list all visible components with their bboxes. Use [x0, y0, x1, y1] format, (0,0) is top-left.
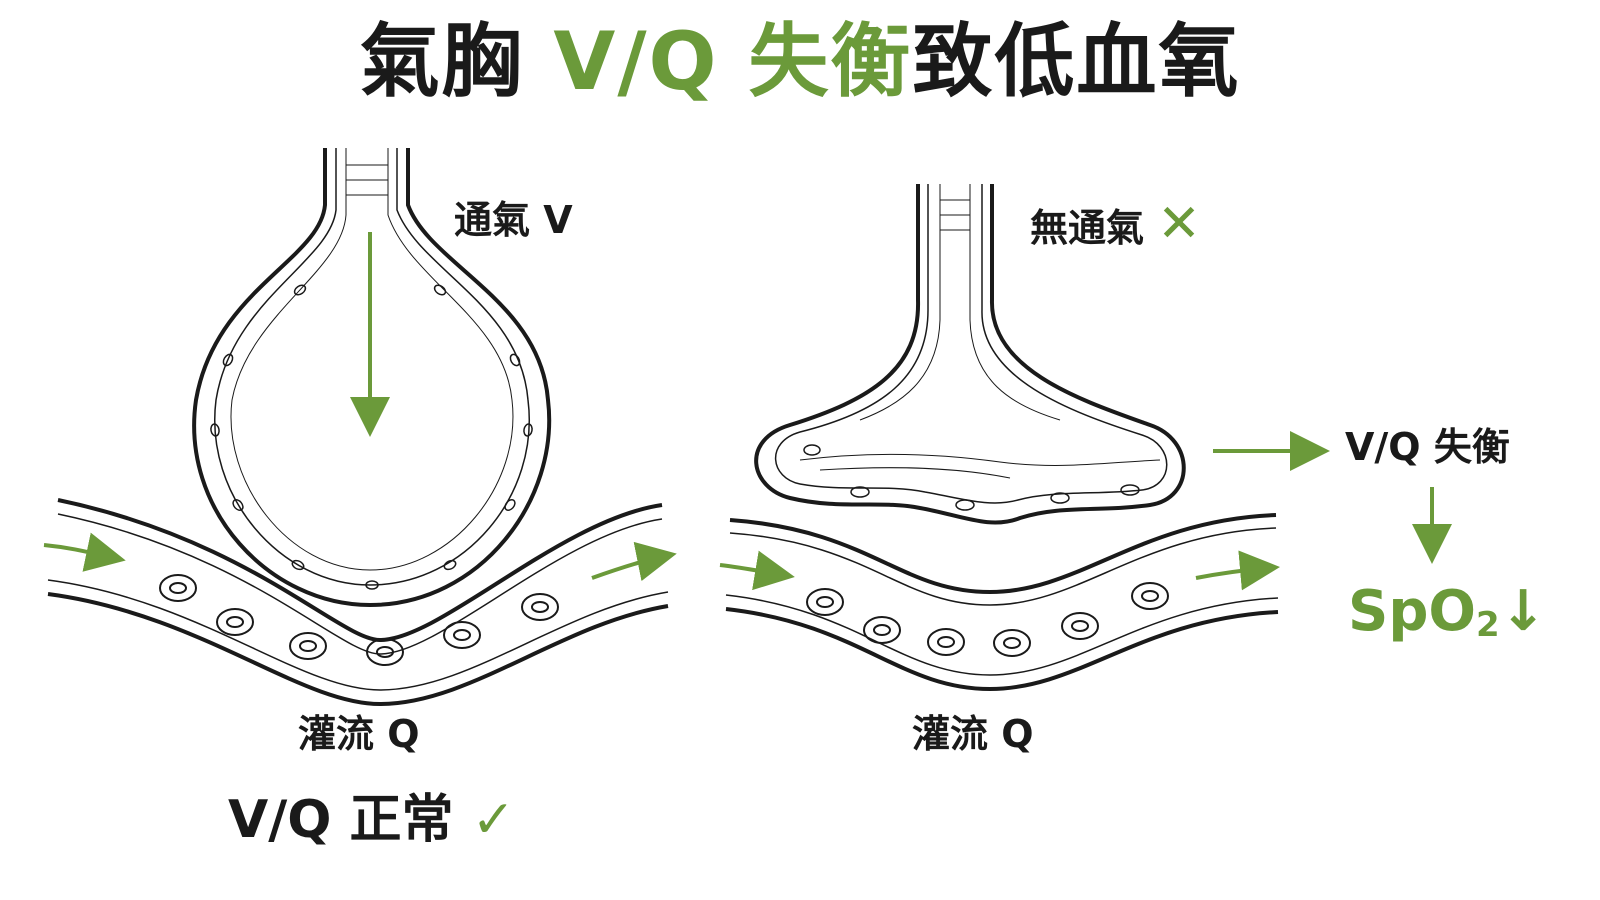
- no-ventilation-label: 無通氣 ✕: [1030, 198, 1201, 250]
- right-vessel: [725, 513, 1279, 692]
- vq-normal-text: V/Q 正常: [228, 790, 454, 850]
- right-red-cells: [806, 582, 1169, 657]
- title-part-2: V/Q 失衡: [553, 15, 913, 108]
- vq-mismatch-label: V/Q 失衡: [1345, 425, 1510, 469]
- spo2-label: SpO2↓: [1348, 580, 1547, 657]
- spo2-main: SpO: [1348, 579, 1477, 644]
- title-part-1: 氣胸: [359, 15, 554, 108]
- left-perfusion-label: 灌流 Q: [298, 712, 420, 756]
- title-part-3: 致低血氧: [912, 15, 1241, 108]
- right-collapsed-alveolus: [754, 184, 1186, 525]
- ventilation-label: 通氣 V: [454, 198, 573, 242]
- diagram-title: 氣胸 V/Q 失衡致低血氧: [0, 12, 1600, 112]
- spo2-subscript: 2: [1476, 605, 1500, 645]
- cross-icon: ✕: [1157, 194, 1201, 254]
- no-ventilation-text: 無通氣: [1030, 206, 1145, 250]
- vq-normal-label: V/Q 正常 ✓: [228, 790, 515, 850]
- right-perfusion-label: 灌流 Q: [912, 712, 1034, 756]
- left-flow-arrows: [43, 532, 677, 582]
- left-red-cells: [159, 574, 559, 666]
- right-flow-arrows: [719, 550, 1280, 591]
- check-icon: ✓: [471, 790, 516, 850]
- spo2-arrow-icon: ↓: [1499, 579, 1547, 644]
